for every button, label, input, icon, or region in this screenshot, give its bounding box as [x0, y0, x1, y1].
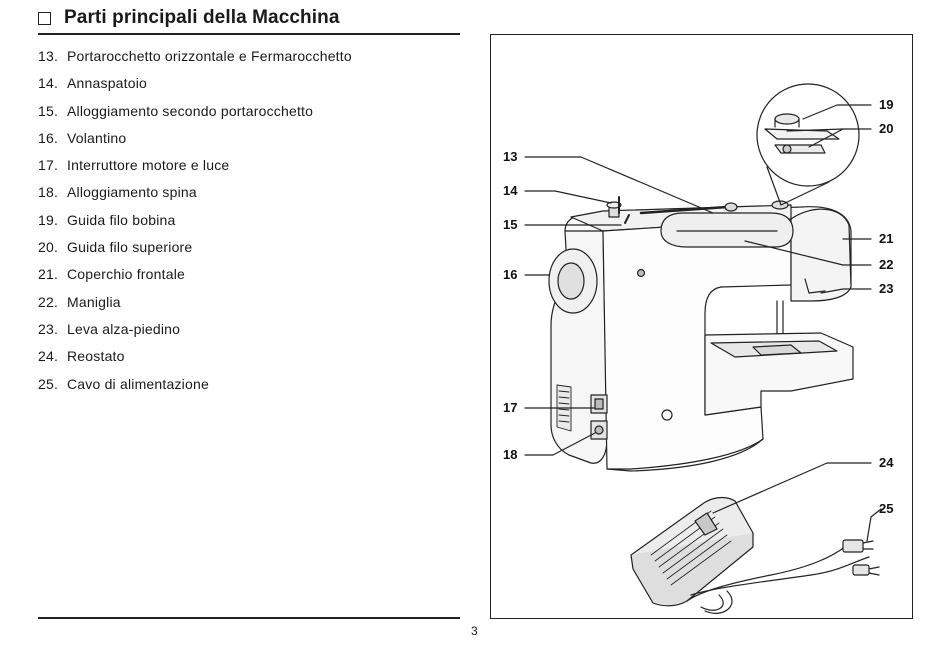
sewing-machine-figure: 13 14 15 16 17 18 19 20 21 22 23 24 25: [490, 34, 913, 619]
power-cord-drawing: [686, 539, 880, 614]
part-label: Leva alza-piedino: [67, 320, 181, 337]
detail-zoom-circle: [756, 83, 860, 206]
part-label: Alloggiamento spina: [67, 184, 197, 201]
part-label: Portarocchetto orizzontale e Fermarocche…: [67, 48, 352, 64]
callout-23: 23: [879, 281, 893, 296]
part-label: Interruttore motore e luce: [67, 157, 230, 174]
callout-25: 25: [879, 501, 893, 516]
part-number: 24.: [38, 348, 59, 365]
list-item: 18. Alloggiamento spina: [38, 179, 352, 206]
callout-18: 18: [503, 447, 517, 462]
part-label: Maniglia: [67, 293, 121, 310]
callout-15: 15: [503, 217, 517, 232]
list-item: 25. Cavo di alimentazione: [38, 371, 352, 398]
callout-24: 24: [879, 455, 894, 470]
page-title: Parti principali della Macchina: [64, 7, 340, 28]
page-number: 3: [471, 624, 478, 638]
callout-22: 22: [879, 257, 893, 272]
part-label: Guida filo bobina: [67, 211, 176, 228]
part-number: 13.: [38, 48, 59, 64]
sewing-machine-illustration: 13 14 15 16 17 18 19 20 21 22 23 24 25: [503, 83, 894, 614]
callout-13: 13: [503, 149, 517, 164]
list-item: 21. Coperchio frontale: [38, 261, 352, 288]
part-number: 23.: [38, 320, 59, 337]
callout-leaders: [524, 104, 882, 542]
part-number: 15.: [38, 102, 59, 119]
sewing-machine-drawing: [548, 196, 854, 472]
part-label: Guida filo superiore: [67, 239, 193, 256]
callout-21: 21: [879, 231, 893, 246]
list-item: 17. Interruttore motore e luce: [38, 152, 352, 179]
part-number: 25.: [38, 375, 59, 392]
foot-controller-drawing: [630, 496, 754, 607]
list-item: 23. Leva alza-piedino: [38, 316, 352, 343]
header-rule: [38, 33, 460, 35]
part-label: Reostato: [67, 348, 125, 365]
list-item: 15. Alloggiamento secondo portarocchetto: [38, 98, 352, 125]
checkbox-icon: [38, 11, 51, 25]
list-item: 13. Portarocchetto orizzontale e Fermaroc…: [38, 43, 352, 70]
callout-19: 19: [879, 97, 893, 112]
callout-14: 14: [503, 183, 518, 198]
part-number: 17.: [38, 157, 59, 174]
callout-16: 16: [503, 267, 517, 282]
page-header: Parti principali della Macchina: [38, 6, 340, 30]
list-item: 22. Maniglia: [38, 289, 352, 316]
part-number: 14.: [38, 75, 59, 92]
list-item: 24. Reostato: [38, 343, 352, 370]
part-label: Annaspatoio: [67, 75, 148, 92]
list-item: 19. Guida filo bobina: [38, 207, 352, 234]
footer-rule: [38, 617, 460, 619]
part-label: Cavo di alimentazione: [67, 375, 209, 392]
callout-labels: 13 14 15 16 17 18 19 20 21 22 23 24 25: [503, 97, 894, 516]
part-number: 19.: [38, 211, 59, 228]
list-item: 20. Guida filo superiore: [38, 234, 352, 261]
part-number: 20.: [38, 239, 59, 256]
callout-20: 20: [879, 121, 893, 136]
part-number: 21.: [38, 266, 59, 283]
callout-17: 17: [503, 400, 517, 415]
part-number: 18.: [38, 184, 59, 201]
list-item: 14. Annaspatoio: [38, 70, 352, 97]
part-number: 16.: [38, 129, 59, 146]
list-item: 16. Volantino: [38, 125, 352, 152]
part-label: Coperchio frontale: [67, 266, 185, 283]
part-number: 22.: [38, 293, 59, 310]
part-label: Alloggiamento secondo portarocchetto: [67, 102, 314, 119]
parts-list: 13. Portarocchetto orizzontale e Fermaroc…: [38, 43, 352, 398]
part-label: Volantino: [67, 129, 127, 146]
